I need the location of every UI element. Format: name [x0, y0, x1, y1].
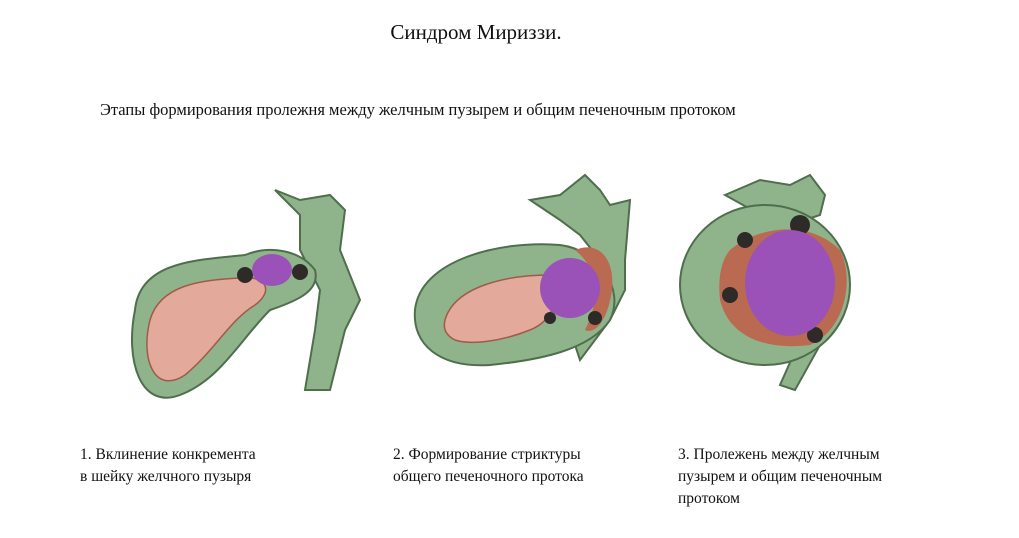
stage-3-caption: 3. Пролежень между желчным пузырем и общ… [678, 444, 882, 510]
dark-deposit [807, 327, 823, 343]
caption-line: протоком [678, 490, 740, 507]
dark-deposit [544, 312, 556, 324]
stage-2-caption: 2. Формирование стриктуры общего печеноч… [393, 444, 584, 488]
gallstone [540, 258, 600, 318]
dark-deposit [237, 267, 253, 283]
page-subtitle: Этапы формирования пролежня между желчны… [100, 100, 736, 119]
dark-deposit [722, 287, 738, 303]
caption-line: 2. Формирование стриктуры [393, 446, 581, 463]
stage-1-illustration [131, 189, 362, 399]
page-title: Синдром Мириззи. [390, 20, 562, 44]
caption-line: общего печеночного протока [393, 468, 584, 485]
stage-2-illustration [413, 173, 632, 367]
dark-deposit [292, 264, 308, 280]
caption-line: пузырем и общим печеночным [678, 468, 883, 485]
dark-deposit [790, 215, 810, 235]
caption-line: 3. Пролежень между желчным [678, 446, 880, 463]
dark-deposit [588, 311, 602, 325]
gallstone [252, 254, 292, 286]
caption-line: 1. Вклинение конкремента [80, 446, 256, 463]
duct-erosion [575, 247, 613, 331]
bile-duct [274, 189, 362, 391]
gallstone [745, 230, 835, 336]
dark-deposit [737, 232, 753, 248]
stage-3-illustration [679, 173, 851, 392]
gallbladder-lumen [443, 274, 556, 344]
caption-line: в шейку желчного пузыря [80, 468, 252, 485]
gallbladder-lumen [146, 276, 267, 382]
stage-1-caption: 1. Вклинение конкремента в шейку желчног… [80, 444, 256, 488]
